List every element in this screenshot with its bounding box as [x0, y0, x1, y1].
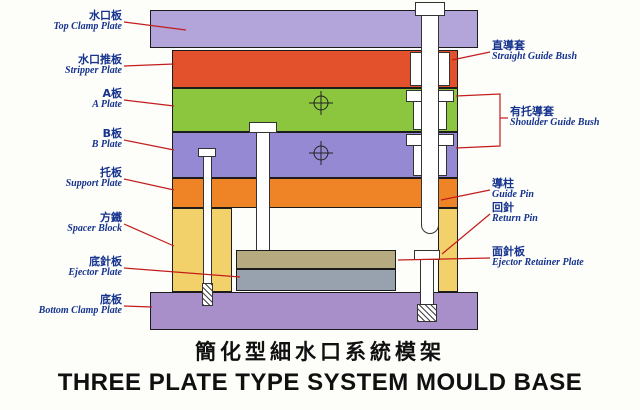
label-b-plate: B板 B Plate [0, 128, 122, 150]
label-en: B Plate [91, 138, 122, 150]
label-zh: 面針板 [492, 245, 525, 258]
label-bottom-clamp-plate: 底板 Bottom Clamp Plate [0, 294, 122, 316]
label-ejector-plate: 底針板 Ejector Plate [0, 256, 122, 278]
leader-line [123, 305, 153, 308]
spacer-block-right [438, 208, 458, 292]
label-return-pin: 回針 Return Pin [492, 202, 538, 224]
guide-pin [421, 15, 439, 234]
label-en: Spacer Block [67, 222, 122, 234]
label-zh: 水口推板 [78, 53, 122, 66]
label-en: Straight Guide Bush [492, 50, 578, 62]
label-guide-pin: 導柱 Guide Pin [492, 178, 534, 200]
label-straight-guide-bush: 直導套 Straight Guide Bush [492, 40, 577, 62]
label-zh: A板 [102, 87, 122, 100]
title-chinese: 簡化型細水口系統模架 [195, 340, 445, 364]
label-support-plate: 托板 Support Plate [0, 167, 122, 189]
label-zh: 底針板 [89, 255, 122, 268]
label-shoulder-guide-bush: 有托導套 Shoulder Guide Bush [510, 106, 599, 128]
label-en: Bottom Clamp Plate [38, 304, 122, 316]
label-zh: 有托導套 [510, 105, 554, 118]
support-pillar [256, 132, 270, 254]
label-zh: B板 [102, 127, 122, 140]
label-en: A Plate [92, 98, 122, 110]
label-en: Ejector Retainer Plate [492, 256, 584, 268]
leader-line [123, 178, 175, 191]
leader-line [123, 223, 175, 247]
label-stripper-plate: 水口推板 Stripper Plate [0, 54, 122, 76]
title-block: 簡化型細水口系統模架 THREE PLATE TYPE SYSTEM MOULD… [0, 336, 640, 397]
ejector-retainer-plate [236, 250, 396, 269]
spacer-block-left [172, 208, 232, 292]
puller-bolt-thread [202, 283, 213, 306]
label-zh: 直導套 [492, 39, 525, 52]
label-zh: 導柱 [492, 177, 514, 190]
label-zh: 水口板 [89, 9, 122, 22]
label-en: Return Pin [492, 212, 538, 224]
leader-line [123, 63, 175, 67]
label-zh: 底板 [100, 293, 122, 306]
label-en: Stripper Plate [65, 64, 122, 76]
label-a-plate: A板 A Plate [0, 88, 122, 110]
leader-bracket [455, 93, 501, 149]
return-pin [420, 259, 434, 305]
label-en: Guide Pin [492, 188, 534, 200]
ejector-plate [236, 269, 396, 291]
label-en: Ejector Plate [68, 266, 122, 278]
label-zh: 托板 [100, 166, 122, 179]
label-en: Top Clamp Plate [53, 20, 122, 32]
label-ejector-retainer-plate: 面針板 Ejector Retainer Plate [492, 246, 584, 268]
label-zh: 回針 [492, 201, 514, 214]
support-plate [172, 178, 458, 208]
leader-line [123, 139, 175, 151]
leader-line [123, 99, 175, 107]
return-pin-thread [417, 304, 437, 322]
guide-pin-head [415, 2, 445, 16]
label-zh: 方鐵 [100, 211, 122, 224]
puller-bolt [203, 156, 212, 284]
label-en: Support Plate [65, 177, 122, 189]
title-english: THREE PLATE TYPE SYSTEM MOULD BASE [57, 369, 583, 396]
label-top-clamp-plate: 水口板 Top Clamp Plate [0, 10, 122, 32]
label-spacer-block: 方鐵 Spacer Block [0, 212, 122, 234]
label-en: Shoulder Guide Bush [510, 116, 600, 128]
